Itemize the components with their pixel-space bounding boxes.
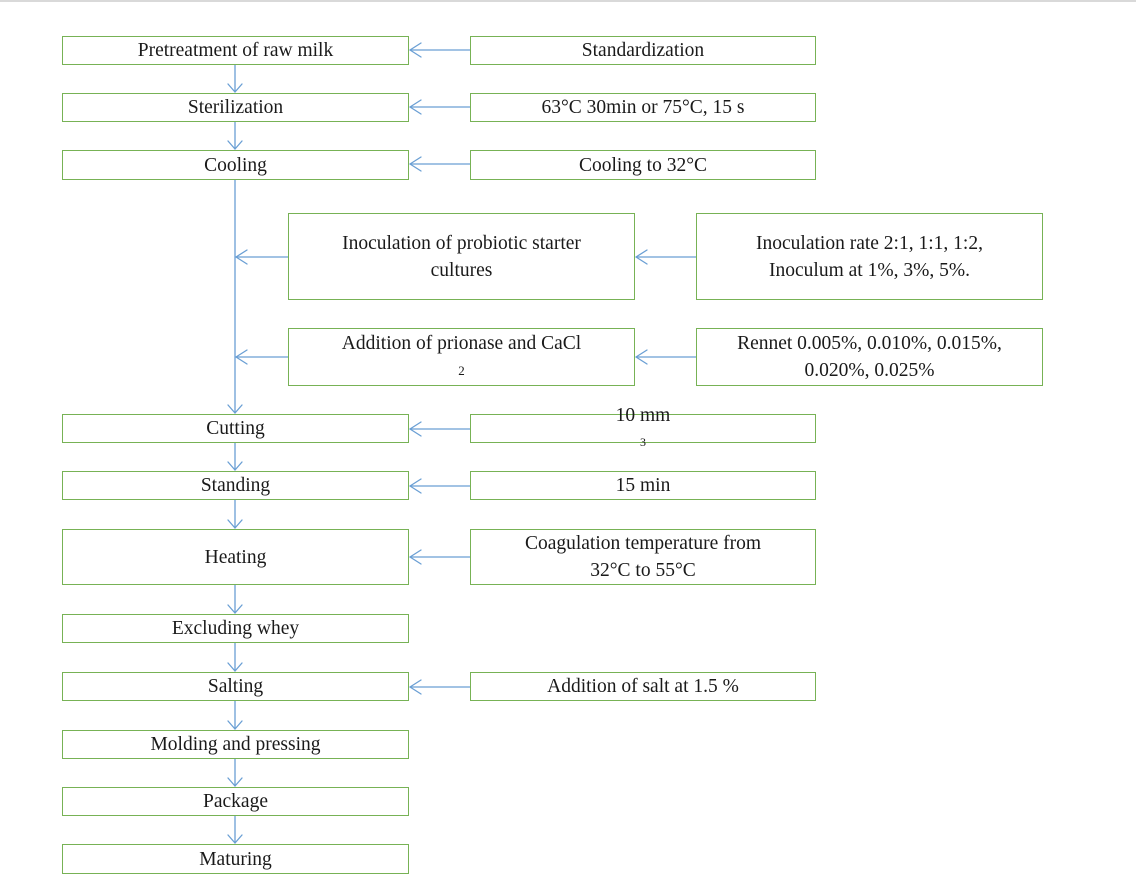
- step-package: Package: [62, 787, 409, 816]
- heating-line-2: 32°C to 55°C: [590, 560, 696, 581]
- addition-detail-line-2: 0.020%, 0.025%: [804, 360, 935, 381]
- cutting-size-exponent: 3: [640, 434, 646, 449]
- step-cutting: Cutting: [62, 414, 409, 443]
- addition-label-subscript: 2: [458, 363, 465, 378]
- inoculation-detail: Inoculation rate 2:1, 1:1, 1:2, Inoculum…: [696, 213, 1043, 300]
- inoculation-line-2: cultures: [430, 259, 493, 281]
- down-arrow-standing-heating: [227, 499, 243, 529]
- step-cooling: Cooling: [62, 150, 409, 180]
- step-maturing: Maturing: [62, 844, 409, 874]
- step-heating: Heating: [62, 529, 409, 585]
- top-divider: [0, 0, 1136, 2]
- down-arrow-whey-salting: [227, 642, 243, 672]
- left-arrow-inoculation-detail: [635, 249, 697, 265]
- step-molding-pressing: Molding and pressing: [62, 730, 409, 759]
- left-arrow-salting: [409, 679, 471, 695]
- left-arrow-standardization: [409, 42, 471, 58]
- addition-detail-line-1: Rennet 0.005%, 0.010%, 0.015%,: [737, 333, 1002, 354]
- left-arrow-inoculation-to-main: [235, 249, 289, 265]
- step-salting: Salting: [62, 672, 409, 701]
- condition-sterilization-temp: 63°C 30min or 75°C, 15 s: [470, 93, 816, 122]
- step-pretreatment: Pretreatment of raw milk: [62, 36, 409, 65]
- condition-salting: Addition of salt at 1.5 %: [470, 672, 816, 701]
- down-arrow-3-cutting: [227, 179, 243, 414]
- left-arrow-addition-detail: [635, 349, 697, 365]
- step-sterilization: Sterilization: [62, 93, 409, 122]
- left-arrow-cooling: [409, 156, 471, 172]
- left-arrow-sterilization: [409, 99, 471, 115]
- condition-standardization: Standardization: [470, 36, 816, 65]
- inoculation-line-1: Inoculation of probiotic starter: [342, 232, 581, 254]
- step-standing: Standing: [62, 471, 409, 500]
- condition-cutting-size: 10 mm 3: [470, 405, 816, 449]
- down-arrow-package-maturing: [227, 815, 243, 844]
- addition-label: Addition of prionase and CaCl: [341, 333, 582, 354]
- inoculation-detail-line-1: Inoculation rate 2:1, 1:1, 1:2,: [756, 232, 983, 254]
- condition-cooling-temp: Cooling to 32°C: [470, 150, 816, 180]
- addition-detail: Rennet 0.005%, 0.010%, 0.015%, 0.020%, 0…: [696, 328, 1043, 386]
- cutting-size-value: 10 mm: [615, 404, 671, 426]
- down-arrow-1-2: [227, 64, 243, 93]
- down-arrow-salting-molding: [227, 700, 243, 730]
- left-arrow-addition-to-main: [235, 349, 289, 365]
- down-arrow-heating-whey: [227, 584, 243, 614]
- left-arrow-standing: [409, 478, 471, 494]
- step-excluding-whey: Excluding whey: [62, 614, 409, 643]
- heating-line-1: Coagulation temperature from: [524, 533, 762, 554]
- addition-step: Addition of prionase and CaCl 2: [288, 328, 635, 386]
- inoculation-step: Inoculation of probiotic starter culture…: [288, 213, 635, 300]
- condition-heating-temp: Coagulation temperature from 32°C to 55°…: [470, 529, 816, 585]
- left-arrow-cutting: [409, 421, 471, 437]
- down-arrow-molding-package: [227, 758, 243, 787]
- left-arrow-heating: [409, 549, 471, 565]
- condition-standing-time: 15 min: [470, 471, 816, 500]
- down-arrow-cutting-standing: [227, 442, 243, 471]
- down-arrow-2-3: [227, 121, 243, 150]
- inoculation-detail-line-2: Inoculum at 1%, 3%, 5%.: [769, 259, 970, 281]
